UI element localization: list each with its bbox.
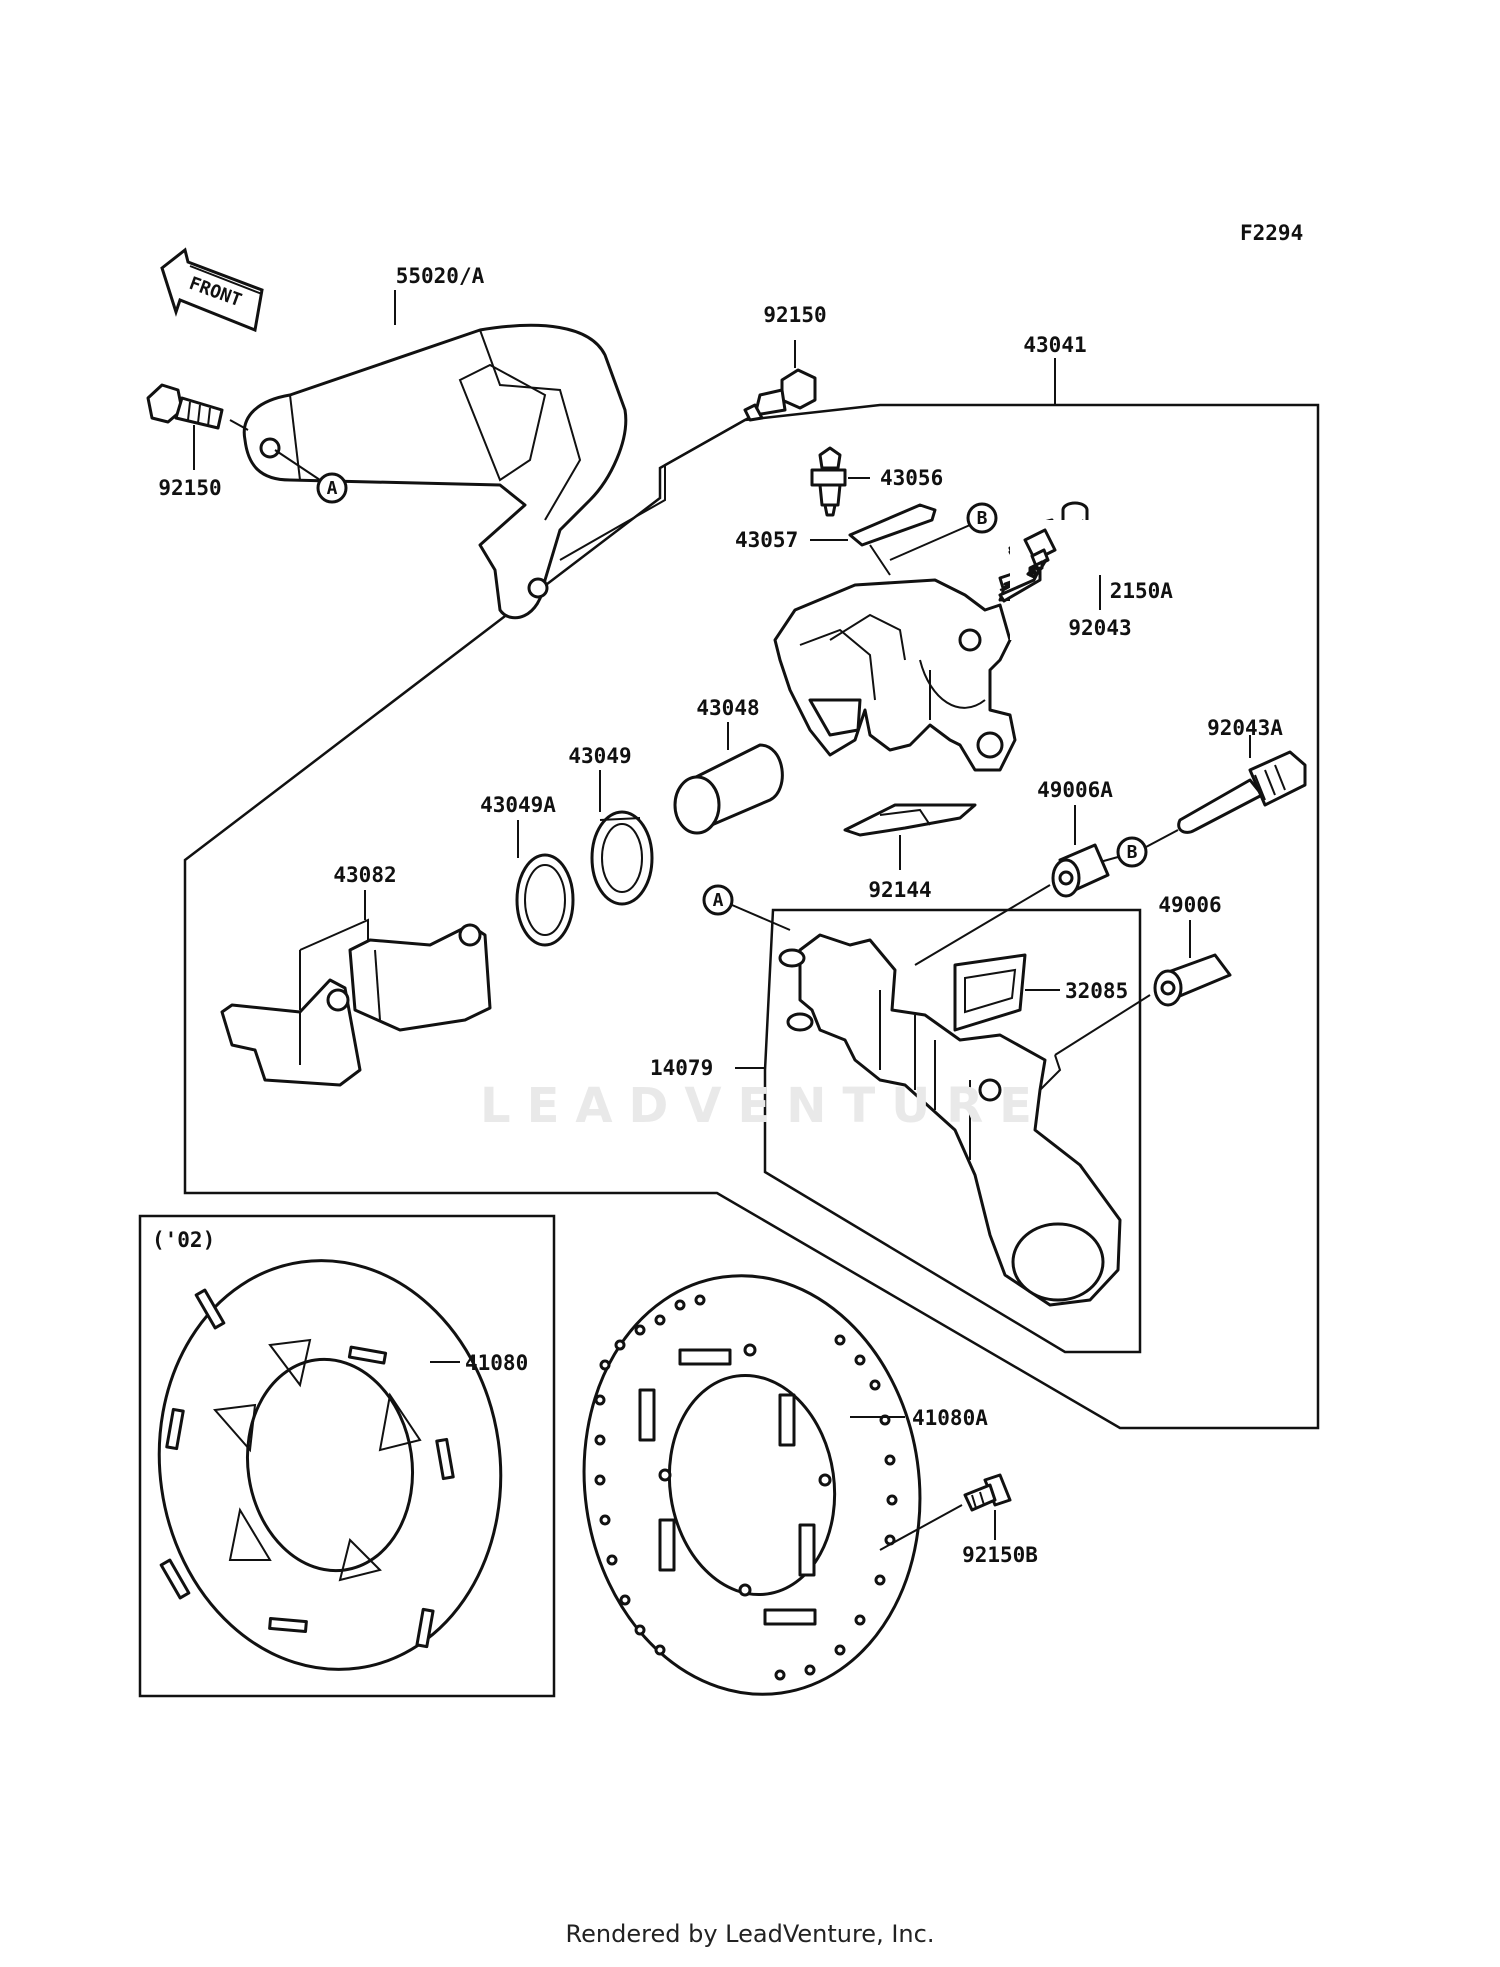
caliper-body	[773, 578, 1017, 772]
piston-seal-43049	[590, 810, 654, 906]
ref-marker-a-bracket	[316, 472, 348, 504]
label-92144: 92144	[868, 878, 931, 902]
label-32085: 32085	[1065, 979, 1128, 1003]
ref-marker-b-lower-label: B	[1127, 842, 1138, 863]
boot-49006	[1153, 953, 1232, 1007]
ref-marker-a-bracket-label: A	[327, 478, 338, 499]
brake-disc-41080	[157, 1259, 503, 1671]
label-43082: 43082	[333, 863, 396, 887]
year-note: ('02)	[152, 1228, 215, 1252]
label-92150b: 92150B	[962, 1543, 1038, 1567]
pad-spring-92144	[843, 803, 977, 837]
bolt-92150-top	[743, 368, 817, 422]
label-55020a: 55020/A	[396, 264, 485, 288]
label-43041: 43041	[1023, 333, 1086, 357]
brake-disc-41080a	[582, 1274, 922, 1696]
label-43049: 43049	[568, 744, 631, 768]
ref-marker-b-lower	[1116, 836, 1148, 868]
ref-marker-b-top-label: B	[977, 508, 988, 529]
label-41080a: 41080A	[912, 1406, 988, 1430]
caliper-guard-bracket	[242, 323, 628, 620]
label-92043a: 92043A	[1207, 716, 1283, 740]
diagram-code: F2294	[1240, 221, 1303, 245]
dust-seal-43049a	[515, 853, 575, 947]
piston-43048	[673, 743, 784, 835]
ref-marker-a-lower-label: A	[713, 890, 724, 911]
label-43057: 43057	[735, 528, 798, 552]
label-92150-left: 92150	[158, 476, 221, 500]
label-43049a: 43049A	[480, 793, 556, 817]
brake-pads-43082	[220, 923, 492, 1087]
bolt-92150-left	[146, 383, 224, 430]
label-43048: 43048	[696, 696, 759, 720]
year-variant-box	[138, 1214, 556, 1698]
label-41080: 41080	[465, 1351, 528, 1375]
ref-marker-b-top	[966, 502, 998, 534]
assembly-outline-14079	[763, 908, 1142, 1354]
label-92150-top: 92150	[763, 303, 826, 327]
label-43056: 43056	[880, 466, 943, 490]
screw-92150b	[963, 1473, 1012, 1512]
watermark: LEADVENTURE	[480, 1078, 1048, 1134]
label-92043: 92043	[1068, 616, 1131, 640]
front-arrow-icon: FRONT	[160, 247, 264, 333]
label-49006: 49006	[1158, 893, 1221, 917]
caliper-bracket-14079	[778, 933, 1122, 1307]
caliper-pin-92043-clean	[998, 528, 1057, 603]
ref-marker-a-lower	[702, 884, 734, 916]
label-14079: 14079	[650, 1056, 713, 1080]
caliper-pin-92043a	[1177, 750, 1307, 834]
footer-credit: Rendered by LeadVenture, Inc.	[565, 1920, 935, 1948]
label-49006a: 49006A	[1037, 778, 1113, 802]
boot-49006a	[1051, 843, 1110, 898]
pad-spring-43057	[848, 503, 937, 547]
pad-spring-32085	[953, 953, 1027, 1032]
bleeder-valve-43056	[810, 446, 847, 517]
